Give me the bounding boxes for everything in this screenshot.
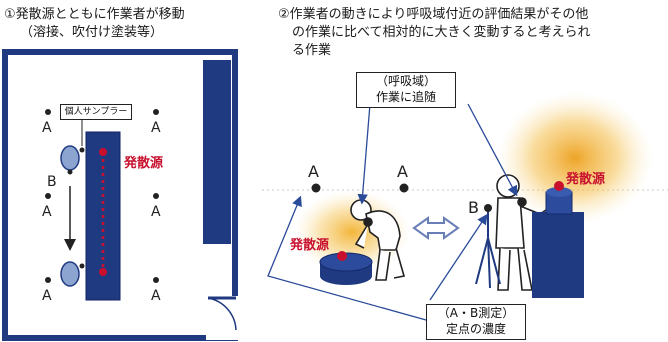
label-a-6: A — [151, 288, 161, 304]
right-heading-line2: の作業に比べて相対的に大きく変動すると考えられ — [292, 25, 591, 40]
left-room-plan — [2, 49, 238, 341]
right-heading-line3: る作業 — [292, 43, 332, 58]
breathing-zone-callout: （呼吸域） 作業に追随 — [356, 72, 456, 108]
point-a-right-2 — [399, 183, 409, 193]
right-heading-line1: ②作業者の動きにより呼吸域付近の評価結果がその他 — [278, 7, 589, 22]
label-a-right-1: A — [308, 162, 319, 181]
label-a-3: A — [42, 204, 52, 220]
label-a-right-2: A — [397, 162, 408, 181]
source-label-tank: 発散源 — [566, 172, 606, 187]
source-start — [99, 148, 107, 156]
label-b: B — [47, 174, 57, 190]
point-a-right-1 — [311, 183, 321, 193]
worker-crouching — [350, 199, 406, 281]
point-a-4 — [153, 193, 159, 199]
glow-right — [497, 92, 653, 224]
right-scene — [262, 92, 668, 321]
tank-source — [532, 181, 584, 298]
point-a-1 — [45, 109, 51, 115]
point-a-3 — [45, 193, 51, 199]
measurement-line2: 定点の濃度 — [445, 322, 506, 336]
label-a-1: A — [42, 120, 52, 136]
label-a-2: A — [151, 120, 161, 136]
point-b — [67, 169, 73, 175]
measurement-callout: （A・B測定） 定点の濃度 — [426, 304, 526, 340]
sampler-label: 個人サンプラー — [60, 104, 132, 120]
point-a-5 — [45, 277, 51, 283]
measurement-line1: （A・B測定） — [437, 306, 515, 320]
point-a-6 — [153, 277, 159, 283]
left-heading-line1: ①発散源とともに作業者が移動 — [4, 7, 185, 22]
drum-source — [319, 251, 373, 285]
double-arrow — [412, 216, 460, 240]
worker-top — [60, 145, 80, 171]
breathing-zone-line2: 作業に追随 — [375, 90, 436, 104]
room-column-right — [203, 60, 231, 244]
source-end — [99, 268, 107, 276]
source-label-drum: 発散源 — [290, 238, 330, 253]
worker-bottom — [60, 261, 80, 287]
worker-standing — [495, 174, 547, 291]
tripod-b — [475, 204, 501, 289]
label-a-5: A — [42, 288, 52, 304]
point-a-2 — [153, 109, 159, 115]
source-label-left-panel: 発散源 — [124, 156, 164, 171]
label-b-right: B — [468, 198, 479, 217]
breathing-zone-line1: （呼吸域） — [375, 74, 436, 88]
left-heading-line2: （溶接、吹付け塗装等） — [20, 25, 164, 40]
label-a-4: A — [151, 204, 161, 220]
